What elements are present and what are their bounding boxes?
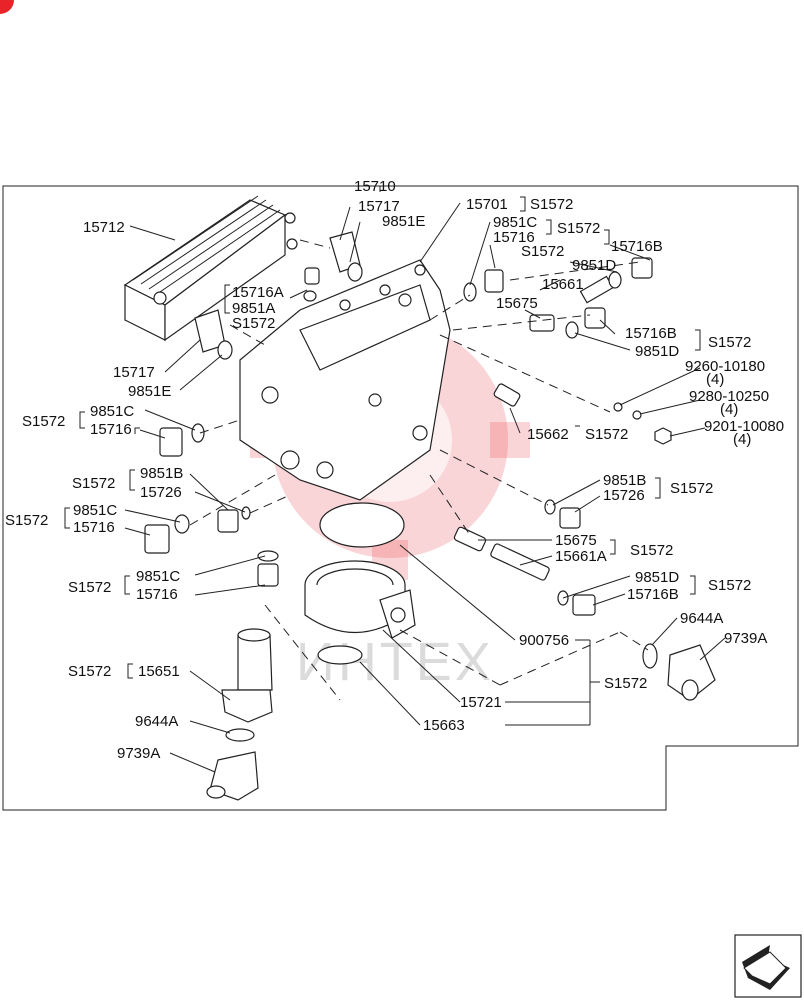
label-s1572-9851A: S1572 bbox=[232, 315, 275, 332]
label-15717-top: 15717 bbox=[358, 198, 400, 215]
assembly-lines bbox=[189, 239, 649, 701]
label-9280-qty: (4) bbox=[720, 401, 738, 418]
label-s1572-15701: S1572 bbox=[530, 196, 573, 213]
diagram-frame bbox=[2, 185, 799, 811]
label-s1572-left-3: S1572 bbox=[5, 512, 48, 529]
label-9851E-top: 9851E bbox=[382, 213, 425, 230]
part-labels: 15710 15712 15717 9851E 15701 S1572 9851… bbox=[5, 178, 784, 762]
valve-bolt-part bbox=[206, 628, 273, 801]
left-plugs bbox=[144, 231, 363, 587]
label-15701: 15701 bbox=[466, 196, 508, 213]
brackets bbox=[64, 196, 701, 679]
label-s1572-left-1: S1572 bbox=[22, 413, 65, 430]
label-15716B-top: 15716B bbox=[611, 238, 663, 255]
label-s1572-15662: S1572 bbox=[585, 426, 628, 443]
label-15716-top: 15716 bbox=[493, 229, 535, 246]
label-9201-qty: (4) bbox=[733, 431, 751, 448]
label-15675-right: 15675 bbox=[555, 532, 597, 549]
label-9851C-top: 9851C bbox=[493, 214, 537, 231]
label-9644A-left: 9644A bbox=[135, 713, 178, 730]
label-15662: 15662 bbox=[527, 426, 569, 443]
label-15710: 15710 bbox=[354, 178, 396, 195]
label-9851C-left-3: 9851C bbox=[73, 502, 117, 519]
label-9280-10250: 9280-10250 bbox=[689, 388, 769, 405]
label-9739A-left: 9739A bbox=[117, 745, 160, 762]
label-9851C-left-1: 9851C bbox=[90, 403, 134, 420]
label-15712: 15712 bbox=[83, 219, 125, 236]
label-15716-left-1: 15716 bbox=[90, 421, 132, 438]
seal-ring-part bbox=[319, 502, 405, 548]
label-9739A-right: 9739A bbox=[724, 630, 767, 647]
label-15716A: 15716A bbox=[232, 284, 284, 301]
label-9260-qty: (4) bbox=[706, 371, 724, 388]
label-s1572-right-4: S1572 bbox=[604, 675, 647, 692]
label-s1572-right-1: S1572 bbox=[670, 480, 713, 497]
label-15651: 15651 bbox=[138, 663, 180, 680]
label-15716B-right: 15716B bbox=[627, 586, 679, 603]
label-s1572-left-5: S1572 bbox=[68, 663, 111, 680]
label-15716B-mid: 15716B bbox=[625, 325, 677, 342]
label-s1572-right-3: S1572 bbox=[708, 577, 751, 594]
label-s1572-15716B-mid: S1572 bbox=[708, 334, 751, 351]
leader-lines bbox=[124, 186, 726, 773]
label-15661A: 15661A bbox=[555, 548, 607, 565]
plugs-and-rings bbox=[453, 257, 672, 616]
label-9851D-top: 9851D bbox=[572, 257, 616, 274]
label-15726-left-2: 15726 bbox=[140, 484, 182, 501]
label-9851A: 9851A bbox=[232, 300, 275, 317]
label-9851B-right: 9851B bbox=[603, 472, 646, 489]
label-s1572-right-2: S1572 bbox=[630, 542, 673, 559]
label-s1572-9851C-top: S1572 bbox=[557, 220, 600, 237]
label-15661: 15661 bbox=[542, 276, 584, 293]
fitting-right-part bbox=[642, 643, 716, 701]
label-15675-top: 15675 bbox=[496, 295, 538, 312]
filter-head-part bbox=[304, 560, 416, 639]
label-9260-10180: 9260-10180 bbox=[685, 358, 765, 375]
label-15716-left-3: 15716 bbox=[73, 519, 115, 536]
housing-part bbox=[239, 259, 451, 501]
label-15721: 15721 bbox=[460, 694, 502, 711]
label-9201-10080: 9201-10080 bbox=[704, 418, 784, 435]
label-9851D-mid: 9851D bbox=[635, 343, 679, 360]
label-s1572-left-2: S1572 bbox=[72, 475, 115, 492]
label-900756: 900756 bbox=[519, 632, 569, 649]
label-s1572-15716-top: S1572 bbox=[521, 243, 564, 260]
label-9851C-left-4: 9851C bbox=[136, 568, 180, 585]
label-9851D-right: 9851D bbox=[635, 569, 679, 586]
label-15726-right: 15726 bbox=[603, 487, 645, 504]
next-page-arrow-icon[interactable] bbox=[734, 934, 802, 998]
label-9851B-left-2: 9851B bbox=[140, 465, 183, 482]
label-9851E-mid: 9851E bbox=[128, 383, 171, 400]
oil-cooler-part bbox=[123, 195, 298, 342]
label-s1572-left-4: S1572 bbox=[68, 579, 111, 596]
label-9644A-right: 9644A bbox=[680, 610, 723, 627]
oring-15663-part bbox=[317, 645, 363, 665]
label-15663: 15663 bbox=[423, 717, 465, 734]
label-15717-mid: 15717 bbox=[113, 364, 155, 381]
label-15716-left-4: 15716 bbox=[136, 586, 178, 603]
